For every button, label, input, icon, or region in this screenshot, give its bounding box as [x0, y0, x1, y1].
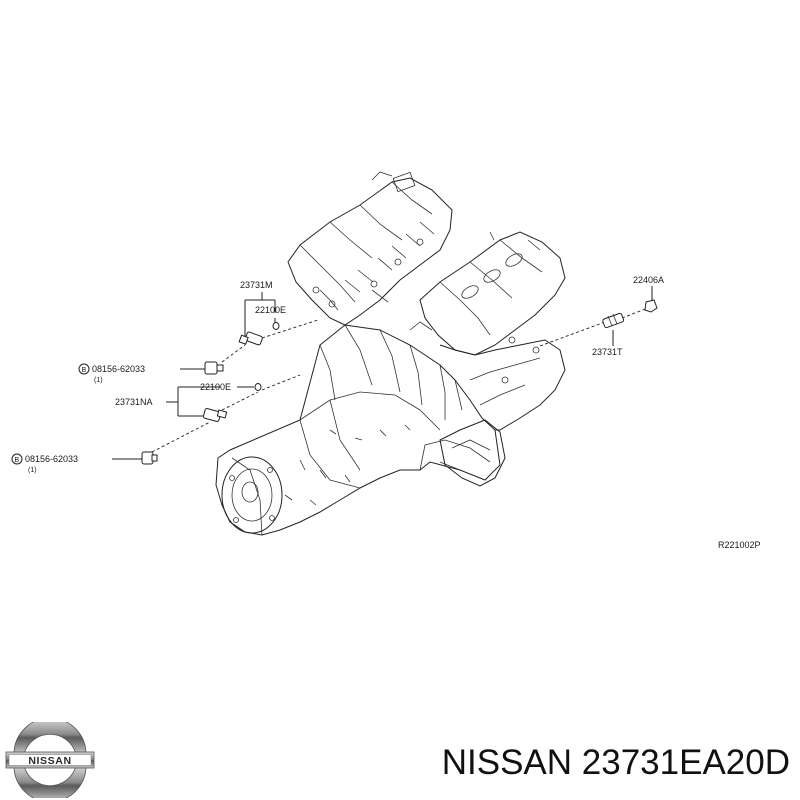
spark-plug-part-22406a [644, 299, 658, 313]
callout-bolt-bottom-qty: (1) [28, 467, 37, 474]
camshaft-sensor-23731m [238, 331, 263, 346]
bolt-mark-top [78, 363, 90, 375]
callout-23731m: 23731M [240, 280, 273, 290]
diagram-reference-code: R221002P [718, 540, 761, 550]
callouts: 23731M 22100E B 08156-62033 (1) 22100E 2… [11, 275, 761, 550]
bolt-bottom [141, 451, 158, 465]
transmission-drawing [215, 324, 501, 536]
bolt-mark-bottom-letter: B [15, 457, 20, 464]
leader-lines [112, 286, 653, 460]
callout-bolt-top-qty: (1) [94, 377, 103, 384]
callout-22406a: 22406A [633, 275, 664, 285]
callout-22100e-mid: 22100E [200, 382, 231, 392]
camshaft-sensor-23731na [202, 408, 228, 422]
callout-bolt-bottom: 08156-62033 [25, 454, 78, 464]
bolt-top [204, 361, 224, 375]
callout-23731t: 23731T [592, 347, 623, 357]
callout-22100e-top: 22100E [255, 305, 286, 315]
o-ring-22100e-mid [254, 383, 262, 391]
part-number-title: NISSAN 23731EA20D [441, 743, 790, 782]
small-parts [141, 299, 658, 465]
nissan-logo: NISSAN [5, 722, 95, 798]
nissan-logo-text: NISSAN [28, 755, 71, 767]
bolt-mark-top-letter: B [82, 367, 87, 374]
camshaft-sensor-23731t [602, 312, 625, 329]
callout-bolt-top: 08156-62033 [92, 364, 145, 374]
engine-drawing [287, 171, 566, 487]
callout-23731na: 23731NA [115, 397, 153, 407]
o-ring-22100e-top [272, 322, 280, 330]
bolt-mark-bottom [11, 453, 23, 465]
